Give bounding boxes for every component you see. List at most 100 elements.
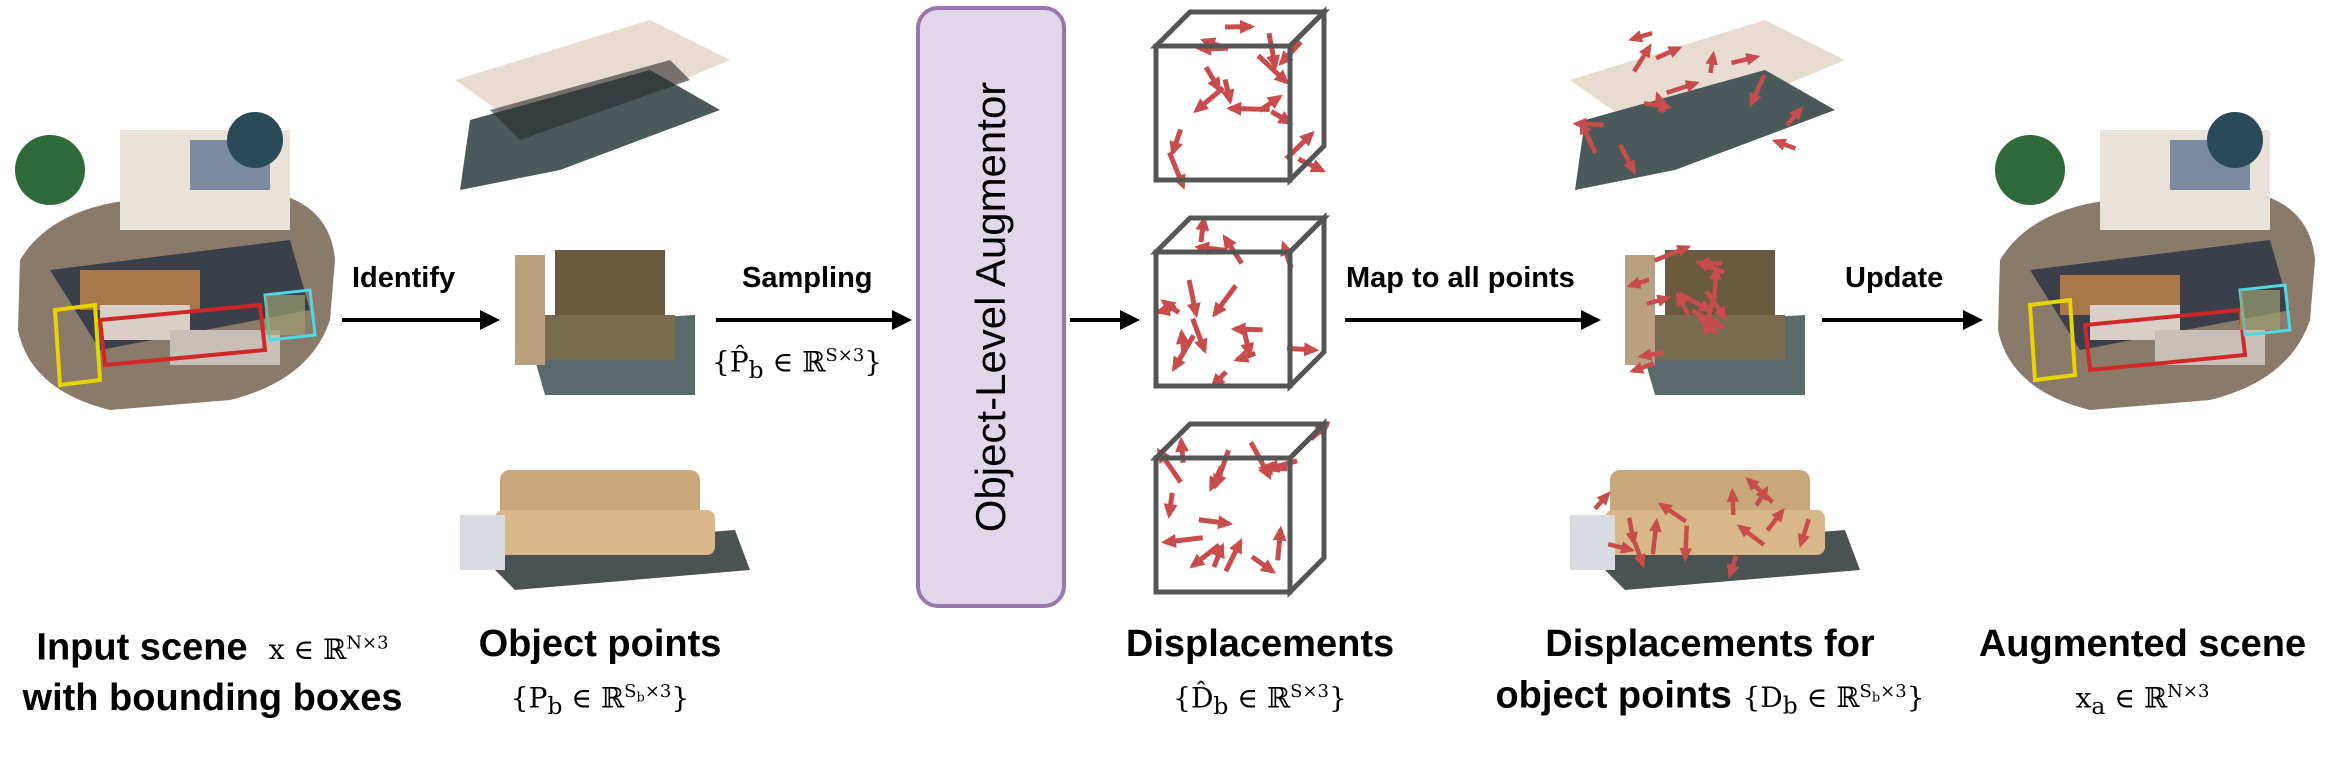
object-level-augmentor: Object-Level Augmentor [916,6,1066,608]
displacement-arrowhead [1710,316,1726,329]
displacement-arrowhead [1579,120,1592,136]
caption-displacements: Displacements {D̂b ∈ ℝS×3} [1125,623,1395,720]
displacement-arrowhead [1160,299,1177,314]
displacement-cube-1 [1149,5,1331,190]
displacement-arrowhead [1709,265,1722,280]
displacement-arrowhead [1697,299,1714,313]
armchair-pointcloud [515,250,695,395]
displacement-arrowhead [1633,553,1646,569]
displacement-cube-2 [1149,211,1331,393]
input-scene-image [15,112,335,410]
displacement-arrowhead [1771,138,1787,151]
displacement-arrowhead [1233,349,1250,363]
displacement-arrowhead [1278,50,1294,67]
displacement-arrowhead [1745,53,1761,66]
map-label: Map to all points [1346,262,1575,294]
map-arrow [1345,310,1601,330]
displacement-arrowhead [1639,43,1652,59]
cube-front-face [1153,249,1293,389]
displacement-arrowhead [1684,80,1700,93]
displacement-arrowhead [1211,542,1225,560]
cube-arrows [1154,215,1320,389]
displacement-arrowhead [1726,488,1740,503]
displacement-arrowhead [1273,69,1290,85]
displacement-arrowhead [1217,515,1234,530]
cube-front-face [1153,43,1293,183]
displacement-arrowhead [1656,294,1672,307]
sampling-label: Sampling [742,262,873,294]
update-label: Update [1845,262,1944,294]
caption-augmented-scene: Augmented scene xa ∈ ℝN×3 [1978,623,2307,720]
caption-object-points: Object points {Pb ∈ ℝSb×3} [478,623,722,720]
cube-top-face [1149,215,1331,255]
sampling-formula: {P̂b ∈ ℝS×3} [712,345,883,384]
displacement-arrowhead [1175,328,1190,345]
displacement-arrowhead [1749,91,1762,108]
displacement-arrowhead [1195,215,1210,232]
displacement-arrowhead [1797,532,1810,549]
identify-arrow [342,310,500,330]
displacement-arrowhead [1229,538,1243,555]
displacement-arrowhead [1226,101,1242,116]
cube-side-face [1287,211,1327,393]
displacement-arrowhead [1628,30,1644,43]
displacement-arrowhead [1257,461,1274,476]
displaced-table-pointcloud [1570,20,1845,190]
displacement-arrowhead [1266,94,1283,109]
caption-input-scene: Input scene x ∈ ℝN×3 with bounding boxes [22,626,403,720]
augmented-scene-image [1995,112,2315,410]
displacement-arrowhead [1629,361,1645,374]
displacement-arrowhead [1727,563,1740,579]
displacement-arrowhead [1596,491,1611,506]
displacement-arrowhead [1705,50,1718,66]
displacement-arrowhead [1259,559,1277,574]
table-pointcloud [455,20,730,190]
displacement-arrowhead [1160,533,1177,548]
cube-side-face [1287,417,1327,599]
displacement-arrowhead [1239,19,1256,34]
displacement-arrowhead [1626,276,1642,289]
displacement-arrowhead [1189,553,1206,569]
displacement-arrowhead [1266,54,1281,71]
displacement-arrowhead [1299,130,1315,147]
displacement-arrowhead [1701,320,1714,336]
cube-arrows [1167,19,1327,190]
displacement-arrowhead [1163,503,1178,520]
displacement-arrowhead [1194,337,1208,355]
displacement-arrowhead [1667,46,1683,58]
update-arrow [1822,310,1983,330]
cube-front-face [1153,455,1293,595]
displacement-arrowhead [1736,524,1752,538]
displacement-arrowhead [1620,541,1636,554]
displacement-arrowhead [1193,98,1210,114]
displacement-arrowhead [1171,355,1186,373]
augmentor-label: Object-Level Augmentor [967,81,1014,533]
displacement-arrowhead [1187,302,1201,319]
displacement-arrowhead [1309,159,1327,173]
displacement-arrowhead [1175,436,1190,453]
displacement-arrowhead [1230,322,1246,337]
displacement-arrowhead [1220,88,1235,105]
displacement-arrowhead [1679,547,1692,563]
displaced-sofa-pointcloud [1570,470,1860,590]
displacement-arrowhead [1657,502,1673,516]
displacement-arrowhead [1676,245,1692,257]
displacement-arrowhead [1625,531,1639,546]
displaced-armchair-pointcloud [1625,245,1805,395]
displacement-arrowhead [1713,305,1728,321]
displacement-arrowhead [1212,301,1227,318]
displacement-arrowhead [1209,475,1223,492]
displacement-arrowhead [1272,525,1287,542]
displacement-cube-3 [1149,417,1331,599]
identify-label: Identify [352,262,456,294]
displacement-arrowhead [1649,517,1662,533]
sofa-pointcloud [460,470,750,590]
displacement-arrowhead [1623,159,1636,175]
caption-displacements-object-points: Displacements for object points {Db ∈ ℝS… [1495,623,1925,720]
displacement-arrowhead [1303,342,1320,357]
displacement-arrowhead [1695,260,1711,272]
augmentor-output-arrow [1070,310,1140,330]
displacement-arrowhead [1755,485,1769,502]
cube-arrows [1156,422,1331,574]
sampling-arrow [716,310,912,330]
